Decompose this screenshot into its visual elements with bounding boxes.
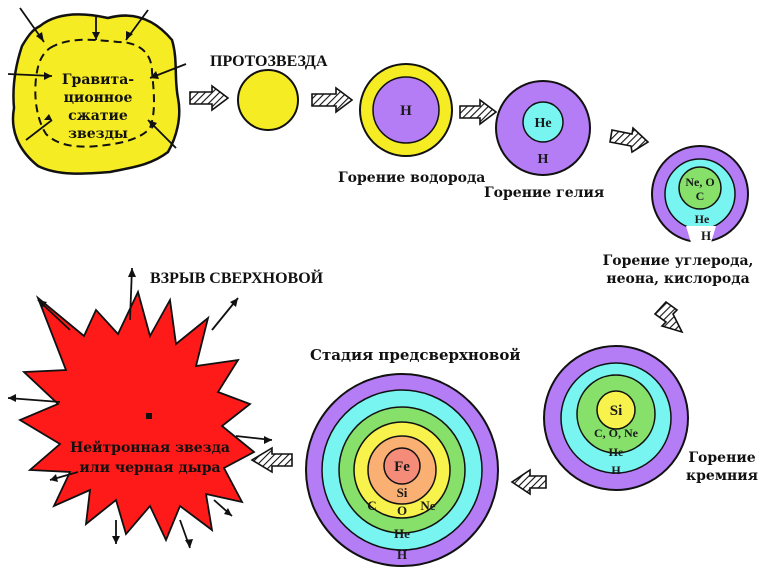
supernova: ВЗРЫВ СВЕРХНОВОЙ Нейтронная звезда и [8,268,324,548]
hydrogen-caption: Горение водорода [338,170,485,186]
protostar-title: ПРОТОЗВЕЗДА [210,53,328,70]
protostar-disc [238,70,298,130]
helium-shell-label: H [538,152,549,167]
silicon-caption-2: кремния [686,468,758,484]
carbon-core-top: Ne, O [685,175,714,189]
supernova-center-dot [146,413,152,419]
carbon-caption-1: Горение углерода, [603,253,754,269]
pre-layer-ne: Ne [420,498,435,513]
flow-arrow-1 [190,86,228,110]
stage-hydrogen: H Горение водорода [338,64,485,186]
flow-arrow-3 [460,100,496,124]
carbon-shell-he: He [695,212,710,226]
cloud-label-3: сжатие [68,108,128,124]
pre-layer-he: He [394,526,410,541]
pre-layer-c: C [367,498,376,513]
cloud-label-2: ционное [64,90,133,106]
supernova-label-2: или черная дыра [79,460,220,476]
supernova-shape [20,292,254,540]
supernova-label-1: Нейтронная звезда [70,439,230,456]
carbon-caption-2: неона, кислорода [606,271,749,287]
pre-core-label: Fe [394,459,410,475]
stage-presupernova: Стадия предсверхновой Fe Si C O Ne He H [306,346,520,566]
cloud-label-1: Гравита- [62,72,134,88]
cloud-label-4: звезды [68,126,128,142]
carbon-shell-h: H [701,228,711,243]
flow-arrow-5 [655,302,682,332]
pre-layer-o: O [397,503,407,518]
silicon-caption-1: Горение [688,450,755,466]
helium-core-label: He [534,116,551,131]
pre-layer-si: Si [397,485,408,500]
silicon-layer-h: H [611,463,621,477]
pre-layer-h: H [397,547,407,562]
gravitational-cloud: Гравита- ционное сжатие звезды [8,8,186,174]
silicon-layer-he: He [609,445,624,459]
flow-arrow-7 [252,448,292,472]
presupernova-title: Стадия предсверхновой [310,346,520,364]
carbon-core-bottom: C [696,189,705,203]
stage-carbon: Ne, O C He H Горение углерода, неона, ки… [603,146,754,287]
protostar: ПРОТОЗВЕЗДА [210,53,328,130]
silicon-core-label: Si [610,403,623,419]
helium-caption: Горение гелия [484,185,604,201]
stage-helium: He H Горение гелия [484,81,604,201]
flow-arrow-2 [312,88,352,112]
flow-arrow-4 [610,128,648,152]
hydrogen-core-label: H [400,103,412,119]
silicon-layer-c: C, O, Ne [594,426,639,440]
supernova-title: ВЗРЫВ СВЕРХНОВОЙ [150,268,324,287]
flow-arrow-6 [512,470,546,494]
stage-silicon: Si C, O, Ne He H Горение кремния [544,346,758,490]
